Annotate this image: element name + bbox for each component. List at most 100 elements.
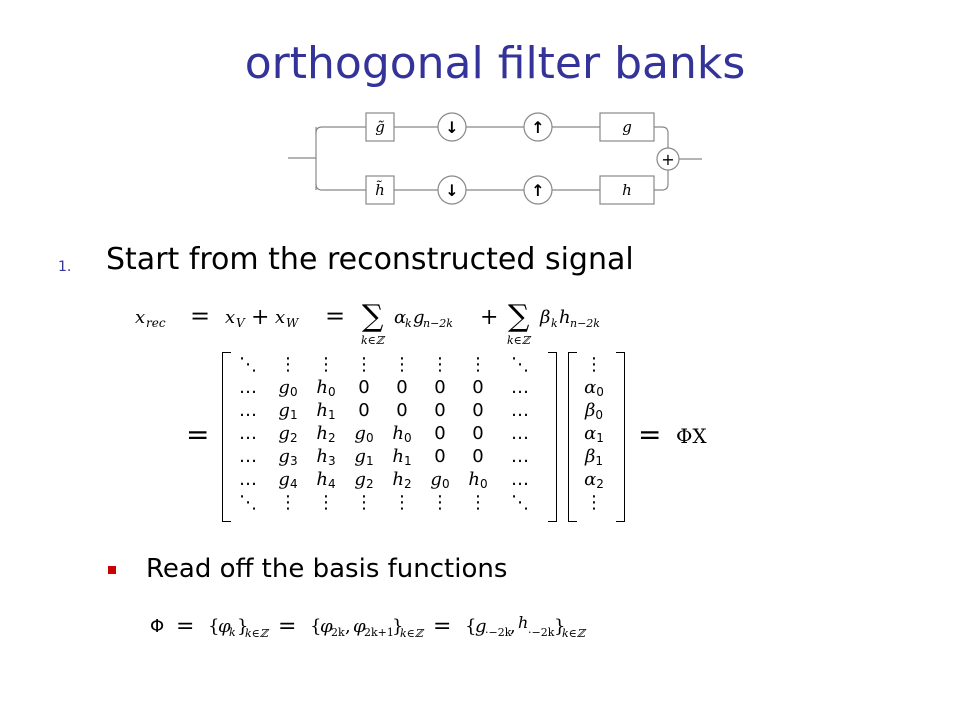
matrix-cell: h0 (468, 469, 488, 491)
bullet-text: Read off the basis functions (146, 554, 508, 584)
vector-cell: α0 (584, 377, 604, 399)
svg-text:=: = (176, 614, 194, 639)
vector-cell: β0 (584, 400, 604, 422)
matrix-cell: … (239, 377, 257, 398)
matrix-cell: h4 (316, 469, 336, 491)
svg-text:φ: φ (353, 616, 366, 637)
matrix-cell: h2 (316, 423, 336, 445)
svg-text:k∈ℤ: k∈ℤ (361, 334, 386, 347)
svg-text:∑: ∑ (362, 299, 384, 334)
matrix-cell: … (511, 377, 529, 398)
matrix-cell: 0 (358, 377, 370, 398)
step-text: Start from the reconstructed signal (106, 242, 634, 277)
svg-text:k: k (405, 317, 412, 330)
svg-text:k: k (229, 626, 236, 639)
svg-text:W: W (286, 316, 300, 330)
matrix-cell: g4 (278, 469, 298, 491)
matrix-cell: ⋮ (469, 354, 487, 375)
matrix-cell: ⋮ (469, 492, 487, 513)
matrix-cell: h3 (316, 446, 336, 468)
step-number: 1. (58, 259, 72, 275)
matrix-cell: … (239, 446, 257, 467)
matrix-cell: g2 (278, 423, 298, 445)
matrix-right-bracket (548, 352, 557, 522)
synthesis-top-label: g (622, 118, 632, 136)
matrix-cell: … (511, 423, 529, 444)
matrix-cell: 0 (396, 377, 408, 398)
matrix-cell: g1 (278, 400, 298, 422)
svg-text:=: = (433, 614, 451, 639)
svg-text:}: } (392, 616, 403, 637)
adder-icon: + (661, 150, 674, 169)
svg-text:V: V (236, 316, 246, 330)
vector-cell: α2 (584, 469, 604, 491)
svg-text:n−2k: n−2k (570, 317, 600, 330)
matrix-cell: ⋮ (355, 354, 373, 375)
matrix-cell: … (239, 469, 257, 490)
matrix-cell: 0 (472, 423, 484, 444)
bullet-marker (108, 566, 116, 574)
matrix-cell: … (511, 400, 529, 421)
matrix-cell: ⋱ (511, 492, 529, 513)
matrix-cell: ⋮ (279, 354, 297, 375)
svg-text:φ: φ (320, 616, 333, 637)
coefficient-vector: ⋮ α0 β0 α1 β1 α2 ⋮ (572, 352, 622, 520)
matrix-cell: ⋮ (431, 492, 449, 513)
svg-text:∑: ∑ (508, 299, 530, 334)
svg-text:k: k (551, 317, 558, 330)
matrix-cell: 0 (358, 400, 370, 421)
matrix-cell: 0 (472, 446, 484, 467)
svg-text:x: x (275, 307, 285, 328)
svg-text:x: x (225, 307, 235, 328)
matrix-cell: 0 (434, 400, 446, 421)
synthesis-bottom-label: h (622, 181, 632, 199)
svg-text:{: { (310, 616, 321, 637)
svg-text:,: , (510, 616, 516, 637)
matrix-cell: 0 (434, 377, 446, 398)
svg-text:h: h (559, 307, 571, 328)
matrix-cell: ⋮ (431, 354, 449, 375)
matrix-cell: ⋮ (393, 492, 411, 513)
reconstruction-equation: x rec = x V + x W = ∑ k∈ℤ α k g n−2k + ∑… (135, 299, 600, 347)
matrix-cell: … (239, 423, 257, 444)
svg-text:·−2k: ·−2k (528, 626, 555, 639)
matrix-cell: g0 (430, 469, 450, 491)
matrix-cell: 0 (472, 377, 484, 398)
matrix-cell: … (511, 469, 529, 490)
matrix-cell: h1 (316, 400, 336, 422)
svg-text:=: = (190, 302, 210, 330)
svg-text:g: g (475, 616, 487, 637)
matrix-cell: g1 (354, 446, 374, 468)
upsample-bottom-icon: ↑ (531, 181, 544, 200)
upsample-top-icon: ↑ (531, 118, 544, 137)
matrix-cell: … (239, 400, 257, 421)
svg-text:k∈ℤ: k∈ℤ (245, 627, 270, 640)
svg-text:,: , (345, 616, 351, 637)
svg-text:=: = (325, 302, 345, 330)
analysis-top-label: g̃ (375, 118, 385, 136)
svg-text:β: β (539, 307, 550, 328)
svg-text:x: x (135, 307, 145, 328)
vector-cell: α1 (584, 423, 604, 445)
matrix-cell: g0 (354, 423, 374, 445)
svg-text:=: = (278, 614, 296, 639)
matrix-left-bracket (222, 352, 231, 522)
svg-text:k∈ℤ: k∈ℤ (562, 627, 587, 640)
svg-text:2k: 2k (331, 626, 345, 639)
matrix-cell: ⋱ (239, 492, 257, 513)
svg-text:k∈ℤ: k∈ℤ (507, 334, 532, 347)
basis-functions-equation: Φ = { φ k } k∈ℤ = { φ 2k , φ 2k+1 } k∈ℤ … (150, 613, 587, 640)
matrix-cell: 0 (472, 400, 484, 421)
svg-text:Φ: Φ (150, 616, 164, 637)
phi-matrix: ⋱ ⋮ ⋮ ⋮ ⋮ ⋮ ⋮ ⋱ … g0 h0 0 0 0 0 … … g1 h… (230, 352, 548, 520)
svg-text:+: + (251, 305, 269, 330)
svg-text:{: { (208, 616, 219, 637)
matrix-cell: ⋮ (355, 492, 373, 513)
matrix-cell: g0 (278, 377, 298, 399)
svg-text:rec: rec (146, 316, 166, 330)
matrix-cell: ⋮ (317, 354, 335, 375)
matrix-cell: h0 (316, 377, 336, 399)
matrix-cell: 0 (396, 400, 408, 421)
downsample-bottom-icon: ↓ (445, 181, 458, 200)
phi-x-result: ΦX (676, 424, 707, 448)
